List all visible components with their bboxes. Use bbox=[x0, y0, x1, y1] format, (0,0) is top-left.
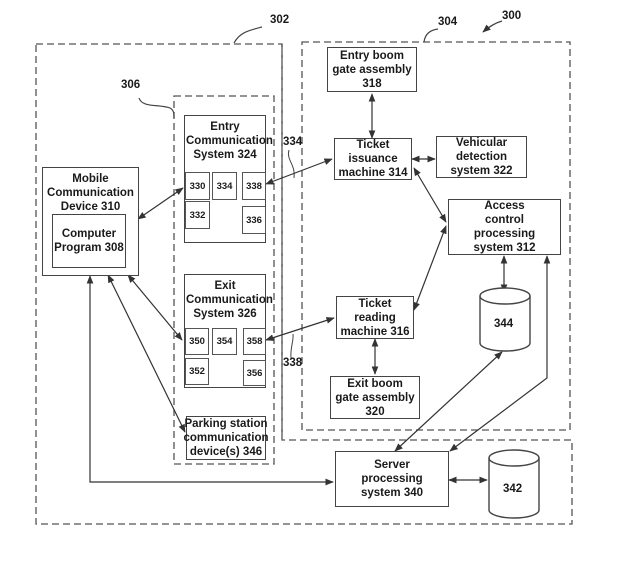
exit-boom-gate-assembly: Exit boom gate assembly 320 bbox=[330, 376, 420, 419]
link-entry-issuance bbox=[265, 158, 333, 185]
ref-300: 300 bbox=[502, 10, 522, 22]
access-control-processing-system: Access control processing system 312 bbox=[448, 199, 561, 255]
link-issuance-access bbox=[413, 167, 447, 223]
link-reading-access bbox=[413, 225, 447, 311]
ref-338: 338 bbox=[283, 357, 303, 369]
parking-station-communication-device: Parking station communication device(s) … bbox=[183, 416, 269, 460]
module-330: 330 bbox=[185, 172, 210, 200]
computer-program-label: Computer Program 308 bbox=[54, 228, 124, 254]
ticket-issuance-machine: Ticket issuance machine 314 bbox=[334, 138, 412, 180]
computer-program: Computer Program 308 bbox=[52, 214, 126, 268]
database-344-label: 344 bbox=[494, 318, 514, 330]
entry-comm-label: Entry Communication System 324 bbox=[186, 121, 273, 161]
entry-boom-gate-assembly: Entry boom gate assembly 318 bbox=[327, 47, 417, 92]
database-342 bbox=[488, 449, 540, 519]
mobile-device-label: Mobile Communication Device 310 bbox=[47, 173, 134, 213]
module-336: 336 bbox=[242, 206, 266, 234]
ref-302: 302 bbox=[270, 14, 290, 26]
entry-boom-label: Entry boom gate assembly 318 bbox=[332, 49, 412, 90]
database-342-label: 342 bbox=[503, 483, 523, 495]
ref-306: 306 bbox=[121, 79, 141, 91]
access-control-label: Access control processing system 312 bbox=[473, 200, 536, 254]
server-label: Server processing system 340 bbox=[360, 459, 424, 499]
ref-304: 304 bbox=[438, 16, 458, 28]
exit-comm-label: Exit Communication System 326 bbox=[186, 280, 273, 320]
boundary-304 bbox=[301, 41, 571, 431]
boundary-302 bbox=[35, 43, 573, 525]
leader-304 bbox=[423, 28, 439, 43]
vehicular-detection-system: Vehicular detection system 322 bbox=[436, 136, 527, 178]
link-mobile-parking bbox=[107, 274, 186, 433]
leader-338 bbox=[290, 333, 294, 359]
link-mobile-server bbox=[86, 275, 334, 486]
module-338: 338 bbox=[242, 172, 266, 200]
exit-boom-label: Exit boom gate assembly 320 bbox=[335, 377, 415, 418]
module-354: 354 bbox=[212, 328, 237, 355]
link-mobile-exit bbox=[127, 274, 183, 341]
ticket-reading-machine: Ticket reading machine 316 bbox=[336, 296, 414, 339]
module-332: 332 bbox=[185, 201, 210, 229]
database-344 bbox=[479, 287, 531, 352]
vehicular-detection-label: Vehicular detection system 322 bbox=[450, 137, 513, 177]
ticket-reading-label: Ticket reading machine 316 bbox=[340, 297, 410, 338]
link-mobile-entry bbox=[137, 187, 184, 220]
ticket-issuance-label: Ticket issuance machine 314 bbox=[338, 139, 408, 179]
link-access-server bbox=[449, 255, 551, 452]
leader-306 bbox=[138, 97, 175, 119]
module-350: 350 bbox=[185, 328, 209, 355]
module-358: 358 bbox=[243, 328, 266, 355]
leader-300 bbox=[482, 20, 503, 33]
parking-comm-label: Parking station communication device(s) … bbox=[183, 418, 269, 458]
module-334: 334 bbox=[212, 172, 237, 200]
server-processing-system: Server processing system 340 bbox=[335, 451, 449, 507]
ref-334: 334 bbox=[283, 136, 303, 148]
module-356: 356 bbox=[243, 360, 266, 386]
module-352: 352 bbox=[185, 358, 209, 385]
leader-302 bbox=[233, 26, 263, 44]
link-exit-reading bbox=[265, 317, 335, 341]
